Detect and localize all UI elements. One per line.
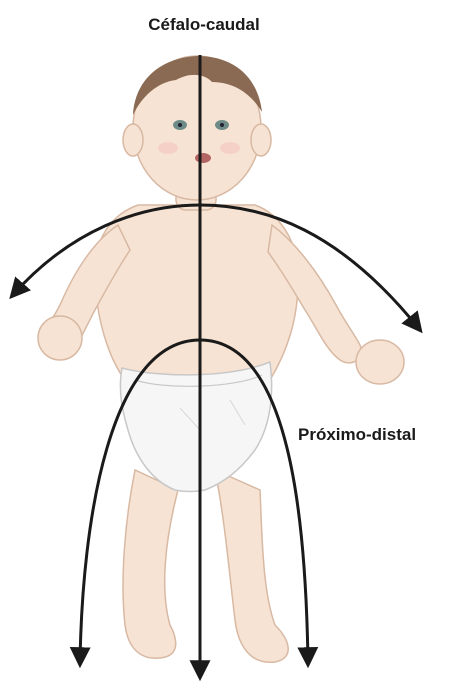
mouth [195, 153, 211, 163]
diaper [120, 362, 271, 492]
left-hand [38, 316, 82, 360]
right-hand [356, 340, 404, 384]
proximodistal-label: Próximo-distal [298, 425, 416, 444]
right-leg [215, 470, 288, 662]
right-ear [251, 124, 271, 156]
left-ear [123, 124, 143, 156]
right-cheek [220, 142, 240, 154]
left-cheek [158, 142, 178, 154]
torso [95, 205, 298, 380]
left-leg [123, 470, 178, 658]
cephalocaudal-label: Céfalo-caudal [148, 15, 259, 34]
